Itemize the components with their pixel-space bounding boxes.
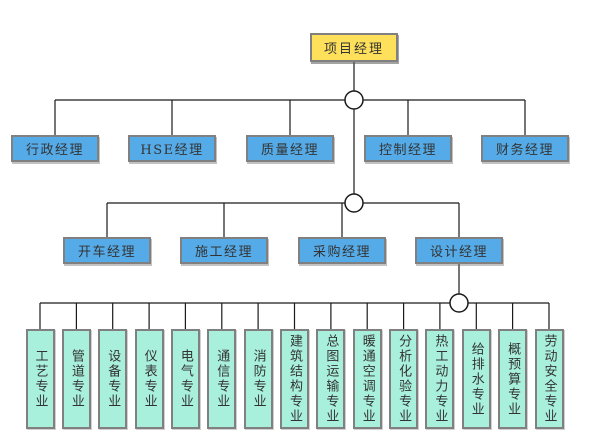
box-label: 财务经理 — [495, 143, 554, 158]
org-box-specialty: 分析化验专业 — [389, 329, 419, 429]
connector-junction — [344, 90, 364, 110]
box-label: 劳动安全专业 — [541, 334, 557, 424]
box-label: 工艺专业 — [32, 349, 48, 409]
box-label: 控制经理 — [378, 143, 437, 158]
org-box-specialty: 建筑结构专业 — [280, 329, 309, 429]
box-label: 建筑结构专业 — [287, 334, 302, 424]
box-label: 质量经理 — [260, 143, 319, 158]
connector-junction — [449, 293, 469, 313]
box-label: 采购经理 — [312, 245, 371, 260]
org-box-root: 项目经理 — [310, 33, 398, 62]
box-label: 行政经理 — [25, 143, 84, 158]
org-box-specialty: 消防专业 — [243, 329, 273, 429]
box-label: 暖通空调专业 — [359, 334, 375, 424]
box-label: 开车经理 — [77, 245, 136, 260]
box-label: 管道专业 — [68, 349, 84, 409]
connector-junction — [344, 193, 364, 213]
org-box-specialty: 仪表专业 — [134, 329, 164, 429]
box-label: HSE经理 — [140, 143, 204, 158]
org-box-specialty: 管道专业 — [61, 329, 91, 429]
box-label: 给排水专业 — [468, 341, 484, 417]
box-label: 消防专业 — [250, 349, 266, 409]
box-label: 施工经理 — [194, 245, 253, 260]
box-label: 概预算专业 — [505, 341, 521, 417]
org-box-manager: HSE经理 — [128, 135, 216, 162]
org-box-specialty: 通信专业 — [207, 329, 237, 429]
org-box-manager: 质量经理 — [246, 135, 334, 162]
org-box-manager: 行政经理 — [11, 135, 99, 162]
org-box-specialty: 设备专业 — [98, 329, 128, 429]
org-box-specialty: 给排水专业 — [461, 329, 491, 429]
org-box-manager: 财务经理 — [481, 135, 569, 162]
org-box-specialty: 工艺专业 — [25, 329, 55, 429]
box-label: 仪表专业 — [141, 349, 157, 409]
org-box-specialty: 热工动力专业 — [425, 329, 455, 429]
box-label: 电气专业 — [177, 349, 193, 409]
org-box-specialty: 暖通空调专业 — [352, 329, 382, 429]
box-label: 设计经理 — [429, 245, 488, 260]
org-box-manager: 采购经理 — [298, 237, 386, 264]
box-label: 分析化验专业 — [396, 334, 412, 424]
box-label: 总图运输专业 — [323, 334, 339, 424]
org-box-manager: 开车经理 — [63, 237, 151, 264]
box-label: 热工动力专业 — [432, 334, 448, 424]
org-box-specialty: 概预算专业 — [498, 329, 528, 429]
org-box-specialty: 电气专业 — [170, 329, 200, 429]
org-box-manager: 控制经理 — [364, 135, 452, 162]
box-label: 项目经理 — [323, 42, 384, 57]
box-label: 通信专业 — [214, 349, 230, 409]
org-box-manager: 设计经理 — [415, 237, 503, 264]
box-label: 设备专业 — [105, 349, 121, 409]
org-box-specialty: 总图运输专业 — [316, 329, 346, 429]
org-box-specialty: 劳动安全专业 — [534, 329, 564, 429]
org-box-manager: 施工经理 — [180, 237, 268, 264]
